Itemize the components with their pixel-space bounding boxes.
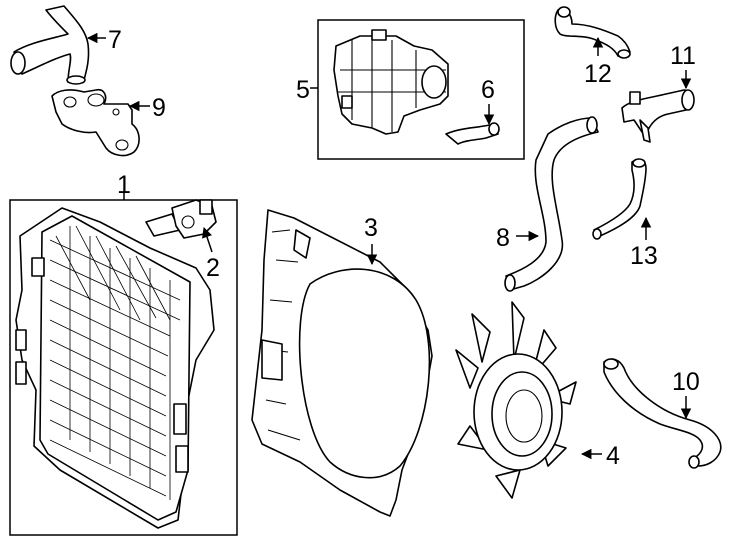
callout-3: 3	[364, 214, 378, 242]
part-6-small-hose	[445, 122, 500, 145]
part-8-long-hose	[504, 116, 599, 292]
part-9-water-outlet	[51, 88, 140, 157]
callout-13: 13	[630, 242, 658, 270]
part-11-pipe	[621, 89, 695, 143]
callout-5: 5	[296, 76, 310, 104]
callout-2: 2	[206, 254, 220, 282]
callout-12: 12	[584, 60, 612, 88]
part-3-fan-shroud	[251, 209, 433, 517]
part-1-radiator	[15, 207, 215, 529]
part-10-hose	[603, 358, 722, 469]
part-12-hose	[554, 6, 631, 59]
callout-7: 7	[108, 26, 122, 54]
part-5-reservoir	[333, 29, 449, 135]
leader-2	[202, 227, 213, 253]
callout-6: 6	[481, 76, 495, 104]
callout-11: 11	[670, 42, 696, 70]
reservoir-box	[317, 19, 525, 160]
callout-9: 9	[152, 94, 166, 122]
radiator-core-grid	[49, 225, 181, 500]
callout-4: 4	[606, 442, 620, 470]
part-13-hose	[592, 158, 647, 240]
callout-10: 10	[672, 368, 700, 396]
part-4-fan-blade	[455, 301, 577, 499]
callout-8: 8	[496, 224, 510, 252]
part-7-hose	[10, 5, 90, 85]
callout-1: 1	[117, 171, 131, 199]
